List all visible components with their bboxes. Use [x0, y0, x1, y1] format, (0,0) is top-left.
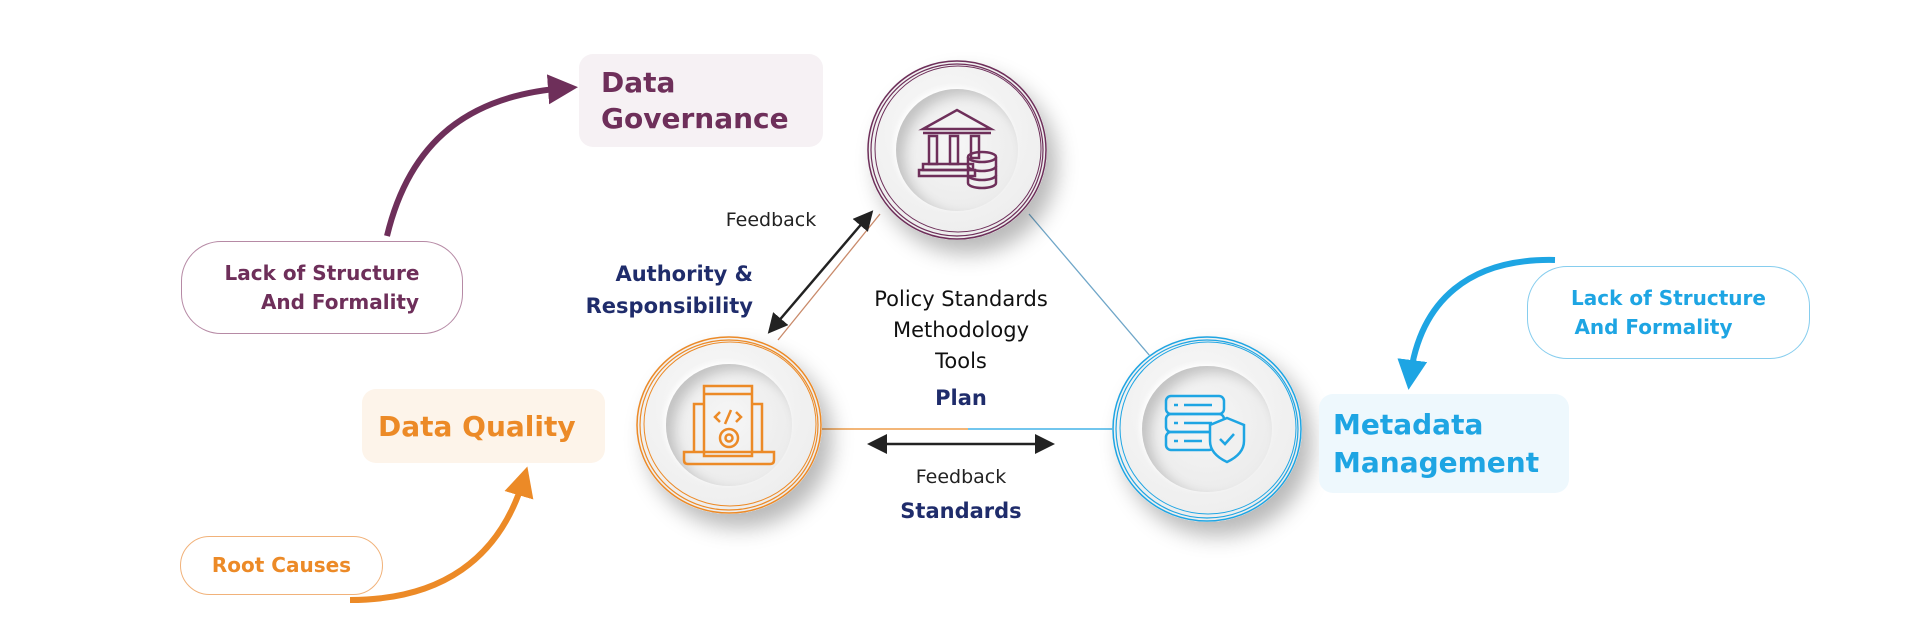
quality-node: [636, 336, 822, 514]
governance-curved-arrow: [384, 74, 578, 237]
center-line1: Policy Standards: [874, 287, 1048, 311]
governance-title-line2: Governance: [601, 101, 789, 135]
standards-label: Standards: [900, 499, 1022, 523]
center-line3: Tools: [935, 349, 987, 373]
quality-title: Data Quality: [378, 409, 576, 443]
metadata-cause-line2: And Formality: [1574, 314, 1733, 339]
authority-line1: Authority &: [615, 262, 753, 286]
quality-cause-pill: Root Causes: [180, 536, 383, 595]
feedback-label-top: Feedback: [725, 209, 817, 231]
authority-label: Authority & Responsibility: [553, 258, 753, 322]
feedback-arrow-gov-quality: [767, 210, 874, 334]
laptop-code-gear-icon: [682, 384, 776, 466]
server-shield-icon: [1164, 394, 1246, 464]
governance-cause-line2: And Formality: [260, 289, 420, 314]
metadata-node: [1112, 336, 1302, 522]
governance-title-line1: Data: [601, 65, 676, 99]
quality-title-box: Data Quality: [362, 389, 605, 463]
plan-label: Plan: [935, 386, 987, 410]
quality-curved-arrow: [349, 466, 534, 603]
metadata-cause-line1: Lack of Structure: [1571, 285, 1766, 310]
metadata-title-line1: Metadata: [1333, 407, 1484, 441]
bank-database-icon: [917, 108, 998, 190]
gov-metadata-line: [1028, 213, 1151, 357]
metadata-curved-arrow: [1397, 256, 1556, 390]
governance-cause-line1: Lack of Structure: [224, 260, 420, 285]
quality-cause: Root Causes: [211, 553, 352, 577]
authority-line2: Responsibility: [585, 294, 753, 318]
feedback-label-bottom: Feedback: [915, 466, 1007, 488]
center-line2: Methodology: [892, 318, 1030, 342]
center-text: Policy Standards Methodology Tools: [851, 284, 1071, 377]
governance-node: [867, 60, 1047, 240]
metadata-title-line2: Management: [1333, 445, 1540, 479]
